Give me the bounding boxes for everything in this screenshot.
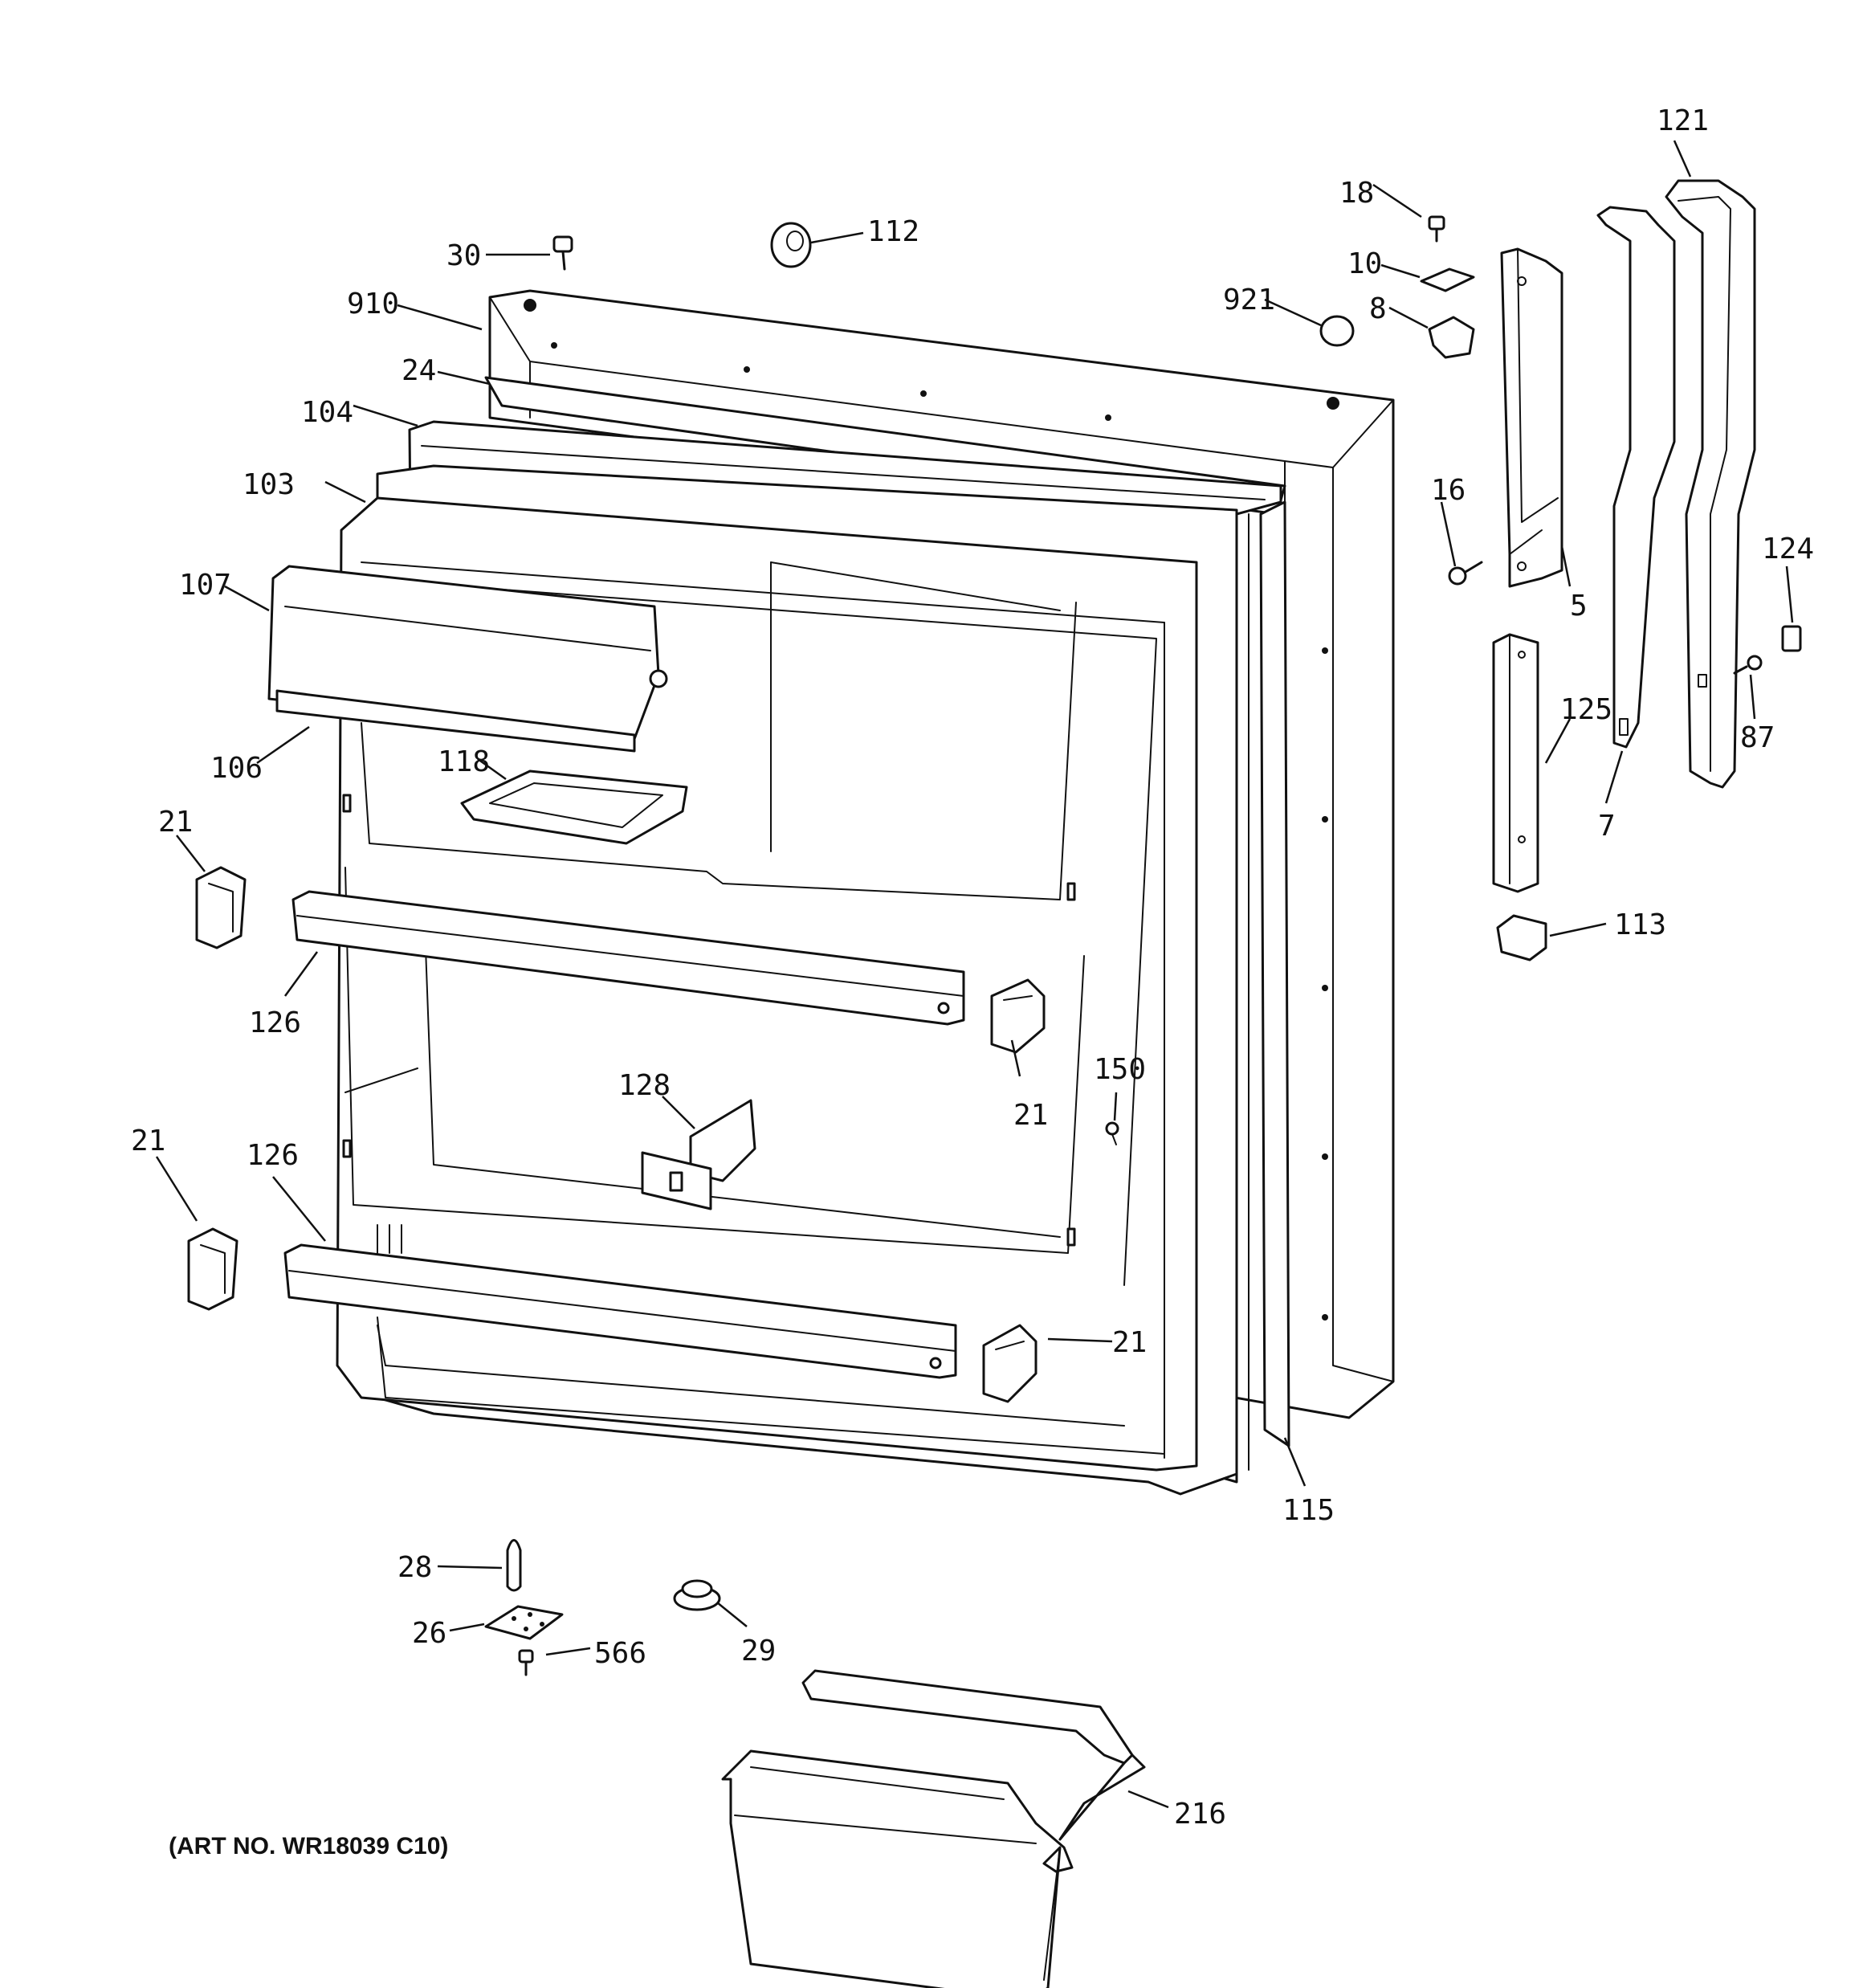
callout-29: 29 — [741, 1635, 776, 1668]
shelf-end-cap-lower-right — [982, 1324, 1037, 1403]
plug-112 — [770, 222, 812, 268]
callout-566: 566 — [594, 1637, 646, 1670]
gasket-strip — [1259, 500, 1290, 1447]
callout-26: 26 — [412, 1617, 446, 1650]
callout-10: 10 — [1347, 247, 1382, 280]
callout-21-upper-left: 21 — [158, 806, 193, 839]
hinge-bracket-7 — [1596, 206, 1676, 749]
block-113 — [1496, 914, 1547, 961]
callout-124: 124 — [1762, 533, 1814, 565]
callout-113: 113 — [1614, 908, 1666, 941]
cap-8 — [1428, 316, 1475, 359]
screw-87 — [1733, 655, 1763, 675]
art-number-note: (ART NO. WR18039 C10) — [169, 1833, 448, 1859]
callout-126-lower: 126 — [247, 1139, 299, 1172]
door-shelf-lower — [283, 1243, 957, 1379]
shelf-end-cap-upper-right — [990, 978, 1046, 1054]
plug-29 — [673, 1579, 721, 1611]
callout-5: 5 — [1570, 590, 1588, 623]
callout-150: 150 — [1094, 1053, 1146, 1086]
callout-21-upper-right: 21 — [1013, 1099, 1048, 1132]
dairy-compartment-door — [267, 565, 668, 753]
bottle-retainer — [641, 1099, 756, 1210]
callout-7: 7 — [1598, 810, 1616, 843]
shelf-end-cap-lower-left — [187, 1227, 238, 1311]
callout-28: 28 — [397, 1551, 432, 1584]
callout-18: 18 — [1339, 177, 1374, 210]
callout-87: 87 — [1740, 721, 1775, 754]
callout-125: 125 — [1560, 693, 1612, 726]
callout-112: 112 — [867, 215, 919, 248]
handle-121 — [1665, 179, 1756, 789]
callout-16: 16 — [1431, 474, 1466, 507]
callout-labels: 30 112 910 24 104 103 107 106 118 21 126… — [131, 104, 1814, 1831]
callout-121: 121 — [1657, 104, 1709, 137]
bracket-125 — [1492, 633, 1539, 893]
leader-lines — [155, 140, 1794, 1809]
callout-910: 910 — [347, 288, 399, 320]
clip-124 — [1781, 625, 1802, 652]
callout-24: 24 — [402, 354, 436, 387]
callout-21-lower-right: 21 — [1112, 1326, 1147, 1359]
callout-118: 118 — [438, 745, 490, 778]
callout-115: 115 — [1282, 1494, 1335, 1527]
screw-16 — [1448, 561, 1483, 586]
callout-128: 128 — [618, 1069, 671, 1102]
shelf-end-cap-upper-left — [195, 866, 247, 949]
callout-30: 30 — [446, 239, 481, 272]
plug-921 — [1319, 315, 1355, 347]
pin-28 — [506, 1539, 522, 1592]
plate-26 — [484, 1605, 564, 1640]
screw-150 — [1105, 1121, 1119, 1145]
door-shelf-upper — [291, 890, 965, 1026]
egg-tray — [460, 769, 688, 845]
callout-8: 8 — [1369, 292, 1387, 325]
screw-30 — [552, 235, 573, 271]
screw-18 — [1428, 215, 1445, 243]
shim-10 — [1420, 267, 1475, 292]
hinge-5 — [1500, 247, 1563, 588]
callout-21-lower-left: 21 — [131, 1125, 165, 1157]
callout-103: 103 — [243, 468, 295, 501]
callout-921: 921 — [1223, 284, 1275, 316]
door-bin — [721, 1669, 1146, 1988]
callout-126-upper: 126 — [249, 1006, 301, 1039]
screw-566 — [518, 1649, 534, 1676]
callout-104: 104 — [301, 396, 353, 429]
callout-216: 216 — [1174, 1798, 1226, 1831]
callout-107: 107 — [179, 569, 231, 602]
callout-106: 106 — [210, 752, 263, 785]
